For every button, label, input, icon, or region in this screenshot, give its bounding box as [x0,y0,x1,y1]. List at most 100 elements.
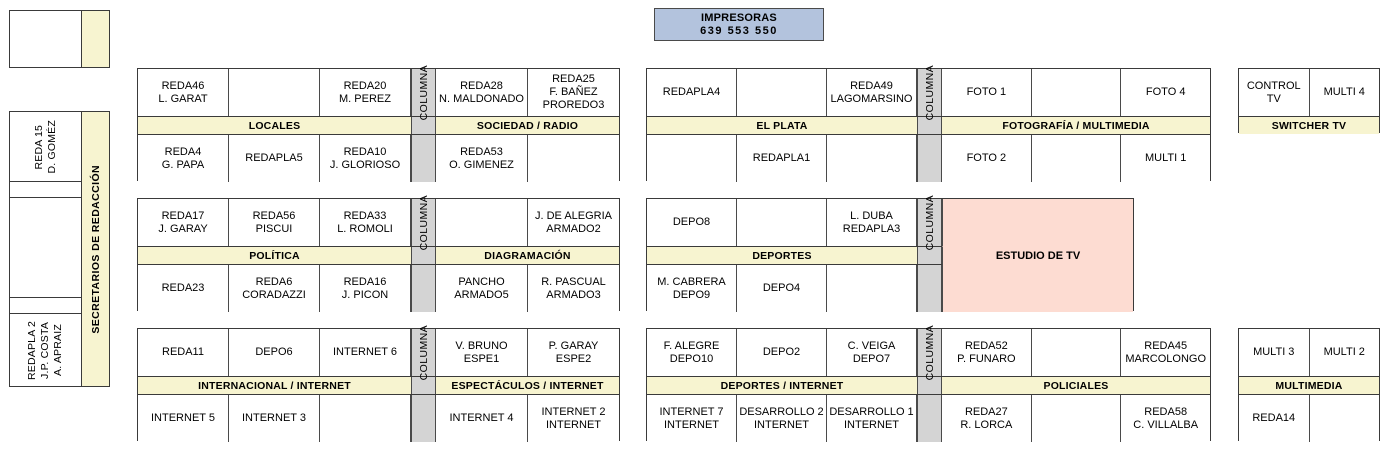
seat-reda45[interactable]: REDA45 MARCOLONGO [1121,329,1211,376]
seat-p-garay[interactable]: P. GARAY ESPE2 [528,329,619,376]
seat-de-alegria[interactable]: J. DE ALEGRIA ARMADO2 [528,199,619,246]
seat-reda25[interactable]: REDA25 F. BAÑEZ PROREDO3 [528,69,619,116]
seat-reda16[interactable]: REDA16 J. PICON [320,265,411,312]
seat-line1: INTERNET 3 [242,412,306,424]
seat-internet3[interactable]: INTERNET 3 [229,395,320,442]
columna-strip [411,395,436,442]
seat-depo6[interactable]: DEPO6 [229,329,320,376]
seat-multi2[interactable]: MULTI 2 [1309,329,1379,376]
seat-depo4[interactable]: DEPO4 [737,265,827,312]
seat-line1: P. GARAY [548,339,599,352]
seat-l-duba[interactable]: L. DUBA REDAPLA3 [827,199,917,246]
seat-reda28[interactable]: REDA28 N. MALDONADO [436,69,528,116]
seat-v-bruno[interactable]: V. BRUNO ESPE1 [436,329,528,376]
seat-reda23[interactable]: REDA23 [138,265,229,312]
seat-line2: INTERNET [844,418,899,431]
estudio-de-tv-label: ESTUDIO DE TV [995,249,1081,262]
seat-reda27[interactable]: REDA27 R. LORCA [942,395,1032,442]
seat-empty-r1b[interactable] [528,135,619,182]
sidebar-item-empty-2[interactable] [10,198,81,298]
seat-empty-r3b[interactable] [1031,329,1122,376]
seat-empty-r1f[interactable] [827,135,917,182]
seat-reda6[interactable]: REDA6 CORADAZZI [229,265,320,312]
seat-desarrollo1[interactable]: DESARROLLO 1 INTERNET [827,395,917,442]
block-row-top: MULTI 3 MULTI 2 [1239,329,1379,376]
seat-multi1[interactable]: MULTI 1 [1121,135,1211,182]
sidebar-top-yellow [82,11,109,67]
seat-multi4[interactable]: MULTI 4 [1309,69,1379,116]
seat-line2: INTERNET [546,418,601,431]
seat-internet6[interactable]: INTERNET 6 [320,329,411,376]
seat-control-tv[interactable]: CONTROL TV [1239,69,1310,116]
estudio-de-tv-cell-top[interactable] [942,199,1133,246]
seat-empty-r2b[interactable] [737,199,827,246]
seat-foto2[interactable]: FOTO 2 [942,135,1032,182]
seat-empty-r3c[interactable] [1031,395,1122,442]
seat-empty-r2c[interactable] [827,265,917,312]
estudio-de-tv-cell-bottom[interactable] [942,265,1133,312]
section-label-diagramacion: DIAGRAMACIÓN [436,247,619,264]
section-label-sociedad-radio: SOCIEDAD / RADIO [436,117,619,134]
sidebar-item-redapla2[interactable]: REDAPLA 2 J.P. COSTA A. APRAIZ [10,314,81,386]
seat-empty-r2a[interactable] [436,199,528,246]
seat-line1: J. DE ALEGRIA [534,209,613,222]
sidebar-item-empty-1[interactable] [10,182,81,198]
seat-redapla4[interactable]: REDAPLA4 [647,69,737,116]
seat-reda17[interactable]: REDA17 J. GARAY [138,199,229,246]
seat-reda4[interactable]: REDA4 G. PAPA [138,135,229,182]
seat-line1: REDAPLA5 [245,152,303,164]
seat-pancho[interactable]: PANCHO ARMADO5 [436,265,528,312]
seat-reda53[interactable]: REDA53 O. GIMENEZ [436,135,528,182]
seat-reda33[interactable]: REDA33 L. ROMOLI [320,199,411,246]
seat-reda10[interactable]: REDA10 J. GLORIOSO [320,135,411,182]
seat-desarrollo2[interactable]: DESARROLLO 2 INTERNET [737,395,827,442]
seat-reda14[interactable]: REDA14 [1239,395,1310,442]
sidebar-item-reda15[interactable]: REDA 15 D. GOMÉZ [10,112,81,182]
seat-reda56[interactable]: REDA56 PISCUI [229,199,320,246]
seat-c-veiga[interactable]: C. VEIGA DEPO7 [827,329,917,376]
seat-line1: REDA25 [552,73,595,85]
seat-empty-r1c[interactable] [737,69,827,116]
seat-internet5[interactable]: INTERNET 5 [138,395,229,442]
seat-line1: DESARROLLO 2 [739,405,824,418]
seat-reda20[interactable]: REDA20 M. PEREZ [320,69,411,116]
seat-reda46[interactable]: REDA46 L. GARAT [138,69,229,116]
seat-empty-r1d[interactable] [1031,69,1122,116]
seat-depo8[interactable]: DEPO8 [647,199,737,246]
estudio-de-tv-label-cell[interactable]: ESTUDIO DE TV [942,245,1133,266]
seat-line1: INTERNET 4 [449,412,514,424]
seat-empty-r1g[interactable] [1031,135,1122,182]
seat-reda11[interactable]: REDA11 [138,329,229,376]
seat-multi3[interactable]: MULTI 3 [1239,329,1310,376]
block-politica-diagramacion: REDA17 J. GARAY REDA56 PISCUI REDA33 L. … [137,195,620,312]
block-label-row: DEPORTES ESTUDIO DE TV [647,245,1133,266]
seat-line1: F. ALEGRE [663,339,720,352]
seat-m-cabrera[interactable]: M. CABRERA DEPO9 [647,265,737,312]
seat-empty-r3a[interactable] [320,395,411,442]
block-locales-sociedad: REDA46 L. GARAT REDA20 M. PEREZ COLUMNA … [137,65,620,182]
seat-foto4[interactable]: FOTO 4 [1121,69,1211,116]
seat-line2: ESPE1 [463,352,500,365]
seat-internet2[interactable]: INTERNET 2 INTERNET [528,395,619,442]
seat-f-alegre[interactable]: F. ALEGRE DEPO10 [647,329,737,376]
seat-redapla5[interactable]: REDAPLA5 [229,135,320,182]
seat-empty-r3d[interactable] [1309,395,1379,442]
block-row-bottom: REDA14 [1239,395,1379,442]
seat-r-pascual[interactable]: R. PASCUAL ARMADO3 [528,265,619,312]
seat-depo2[interactable]: DEPO2 [737,329,827,376]
seat-reda58[interactable]: REDA58 C. VILLALBA [1121,395,1211,442]
printers-banner: IMPRESORAS 639 553 550 [654,8,824,41]
seat-internet7[interactable]: INTERNET 7 INTERNET [647,395,737,442]
columna-strip: COLUMNA [411,65,436,120]
seat-redapla1[interactable]: REDAPLA1 [737,135,827,182]
seat-foto1[interactable]: FOTO 1 [942,69,1032,116]
seat-reda52[interactable]: REDA52 P. FUNARO [942,329,1032,376]
section-label-switcher-tv: SWITCHER TV [1239,117,1379,134]
seat-empty-r1e[interactable] [647,135,737,182]
seat-line2: DEPO9 [672,288,711,301]
seat-reda49[interactable]: REDA49 LAGOMARSINO [827,69,917,116]
seat-internet4[interactable]: INTERNET 4 [436,395,528,442]
seat-empty-r1a[interactable] [229,69,320,116]
sidebar-item-empty-3[interactable] [10,298,81,314]
